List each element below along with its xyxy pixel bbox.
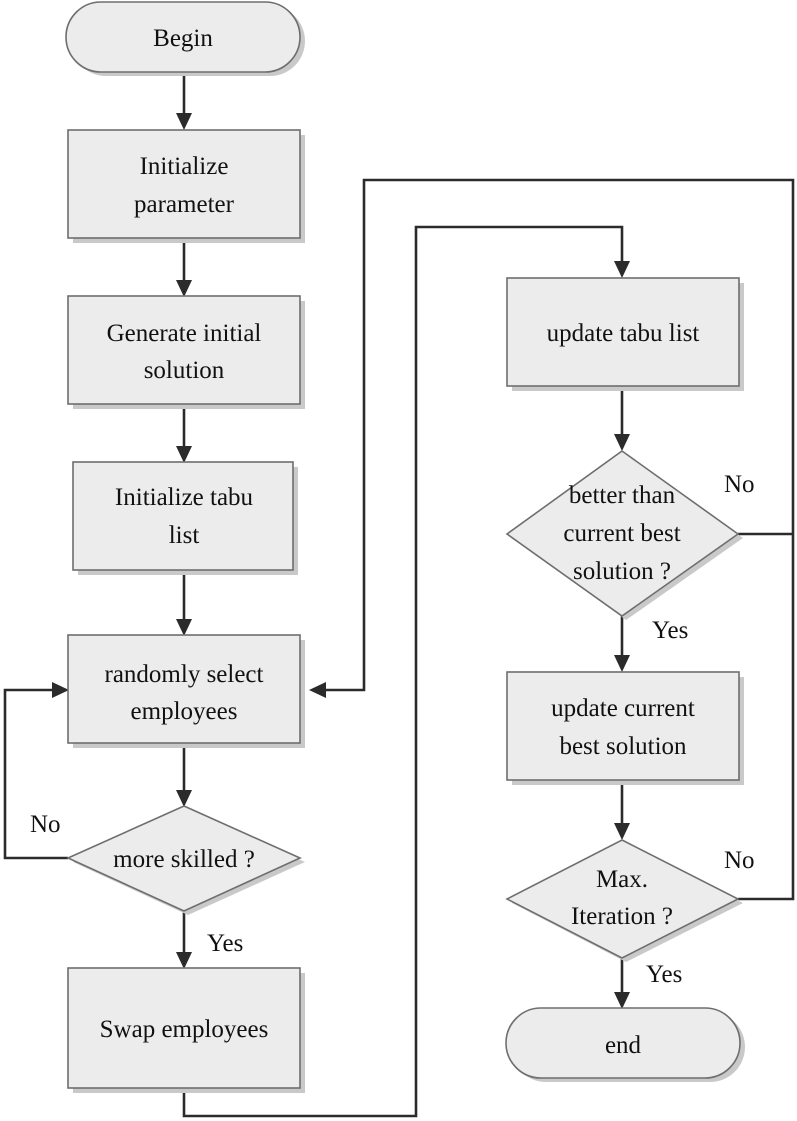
- update-best-line-2: best solution: [559, 733, 687, 760]
- init-param-node: Initialize parameter: [67, 129, 305, 243]
- max-iteration-line-2: Iteration ?: [571, 903, 673, 930]
- arrowhead: [176, 446, 192, 463]
- gen-initial-node: Generate initial solution: [67, 295, 305, 409]
- more-skilled-label: more skilled ?: [113, 846, 255, 873]
- max-iteration-decision: Max. Iteration ?: [505, 839, 743, 962]
- update-best-line-1: update current: [551, 695, 695, 722]
- more-skilled-decision: more skilled ?: [66, 805, 305, 915]
- arrowhead: [176, 619, 192, 636]
- swap-node: Swap employees: [67, 967, 305, 1093]
- more-skilled-yes-label: Yes: [207, 930, 243, 957]
- arrowhead: [176, 113, 192, 130]
- end-label: end: [605, 1032, 642, 1059]
- init-tabu-line-1: Initialize tabu: [115, 484, 254, 511]
- edge-more-skilled-no-loop: [3, 688, 68, 860]
- arrowhead: [614, 823, 630, 840]
- gen-initial-line-1: Generate initial: [107, 320, 262, 347]
- random-select-node: randomly select employees: [67, 634, 305, 748]
- init-tabu-node: Initialize tabu list: [72, 461, 298, 575]
- better-yes-label: Yes: [652, 617, 688, 644]
- update-tabu-label: update tabu list: [547, 320, 700, 347]
- edges: [3, 73, 795, 1118]
- init-param-line-1: Initialize: [140, 153, 229, 180]
- random-select-line-1: randomly select: [105, 661, 264, 688]
- swap-label: Swap employees: [100, 1016, 269, 1043]
- end-node: end: [505, 1007, 745, 1082]
- arrowhead: [614, 261, 630, 278]
- arrowhead: [614, 992, 630, 1009]
- more-skilled-no-label: No: [30, 811, 61, 838]
- init-param-line-2: parameter: [134, 191, 235, 218]
- init-tabu-line-2: list: [169, 522, 200, 549]
- edge-max-no-loop: [323, 178, 795, 901]
- max-no-label: No: [724, 847, 755, 874]
- max-yes-label: Yes: [646, 961, 682, 988]
- gen-initial-line-2: solution: [144, 357, 225, 384]
- arrowhead: [176, 280, 192, 297]
- arrowhead: [176, 952, 192, 969]
- better-than-line-1: better than: [569, 482, 676, 509]
- begin-node: Begin: [65, 1, 305, 76]
- max-iteration-line-1: Max.: [596, 866, 648, 893]
- update-tabu-node: update tabu list: [506, 277, 744, 391]
- arrowhead: [309, 682, 326, 698]
- better-than-decision: better than current best solution ?: [505, 450, 743, 620]
- begin-label: Begin: [153, 25, 213, 52]
- arrowhead: [52, 682, 69, 698]
- arrowhead: [614, 434, 630, 451]
- better-than-line-3: solution ?: [573, 558, 671, 585]
- better-than-line-2: current best: [563, 520, 680, 547]
- random-select-line-2: employees: [131, 698, 238, 725]
- update-best-node: update current best solution: [506, 671, 744, 785]
- edge-swap-to-update-tabu: [182, 225, 624, 1118]
- arrowhead: [614, 655, 630, 672]
- better-no-label: No: [724, 471, 755, 498]
- arrowhead: [176, 790, 192, 807]
- edge-labels: No Yes No Yes No Yes: [30, 471, 755, 988]
